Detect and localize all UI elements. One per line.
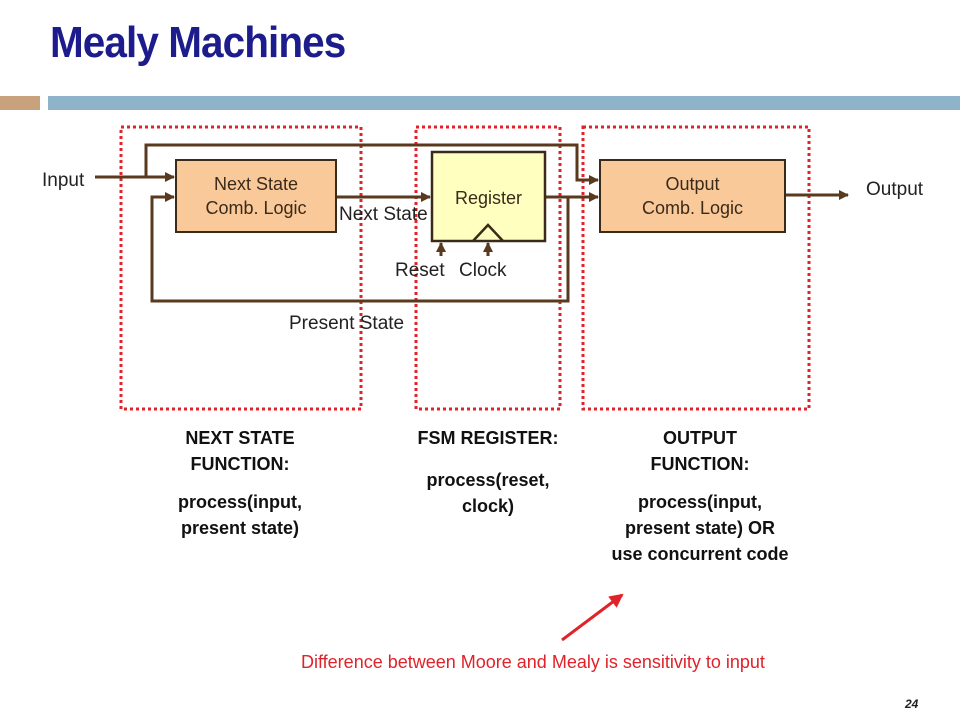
page-number: 24 <box>905 697 919 711</box>
next-state-heading: NEXT STATE FUNCTION: <box>185 428 295 474</box>
reset-label: Reset <box>395 260 445 281</box>
next-state-body: process(input, present state) <box>177 492 302 538</box>
moore-mealy-note: Difference between Moore and Mealy is se… <box>301 652 765 672</box>
output-body: process(input, present state) OR use con… <box>611 492 789 564</box>
title-underline-accent <box>0 96 40 110</box>
output-description: OUTPUT FUNCTION: process(input, present … <box>580 425 820 567</box>
note-arrow <box>561 593 624 642</box>
next-state-region <box>119 125 363 411</box>
next-state-description: NEXT STATE FUNCTION: process(input, pres… <box>130 425 350 541</box>
register-label: Register <box>454 188 523 208</box>
fsm-register-heading: FSM REGISTER: <box>417 428 559 448</box>
title-underline-bar <box>48 96 960 110</box>
output-logic-block <box>599 159 786 233</box>
input-bypass-wire <box>144 143 599 185</box>
next-state-logic-block <box>175 159 337 233</box>
present-state-wire <box>150 192 570 303</box>
slide-title: Mealy Machines <box>50 18 346 67</box>
output-region <box>581 125 811 411</box>
fsm-register-body: process(reset, clock) <box>426 470 550 516</box>
next-state-label: Next State <box>339 204 428 225</box>
input-label: Input <box>42 170 85 191</box>
register-region <box>414 125 562 411</box>
output-heading: OUTPUT FUNCTION: <box>650 428 750 474</box>
clock-label: Clock <box>459 260 507 281</box>
clock-edge-symbol <box>472 223 504 242</box>
next-state-logic-label: Next State Comb. Logic <box>205 174 307 218</box>
fsm-register-description: FSM REGISTER: process(reset, clock) <box>378 425 598 519</box>
present-state-label: Present State <box>289 313 405 334</box>
output-label: Output <box>866 179 924 200</box>
output-logic-label: Output Comb. Logic <box>641 174 744 218</box>
